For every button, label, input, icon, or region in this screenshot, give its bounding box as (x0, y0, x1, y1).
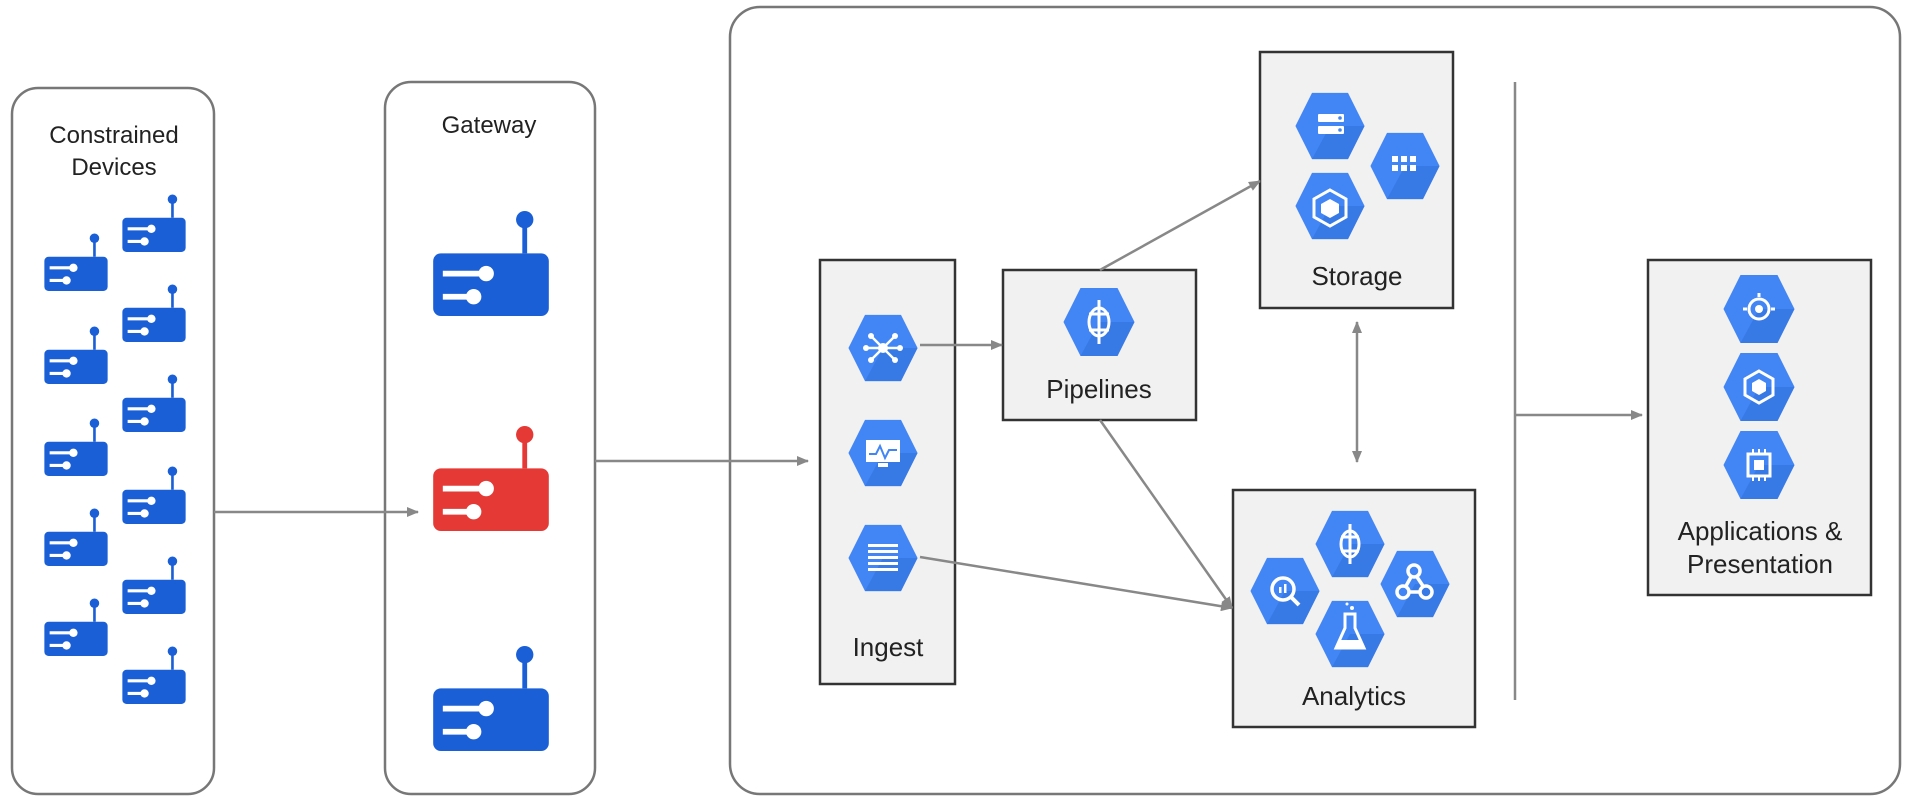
datastore-icon (1370, 132, 1440, 200)
gateway-group (383, 80, 597, 796)
pipelines-label: Pipelines (1046, 374, 1152, 404)
gateway-title: Gateway (442, 112, 537, 139)
bigquery-icon (1250, 557, 1320, 625)
compute-icon (1723, 430, 1795, 500)
ingest-label: Ingest (853, 632, 925, 662)
applications-label-line2: Presentation (1687, 549, 1833, 579)
storage-label: Storage (1311, 261, 1402, 291)
constrained-devices-title-line2: Devices (71, 154, 156, 181)
arrow-pipelines-to-analytics (1098, 419, 1234, 609)
container-icon (1723, 352, 1795, 422)
app-engine-icon (1723, 274, 1795, 344)
datalab-icon (1315, 600, 1385, 668)
analytics-label: Analytics (1302, 681, 1406, 711)
dataproc-icon (1380, 550, 1450, 618)
arrow-pipelines-to-storage (1099, 179, 1261, 272)
cloud-platform-group (728, 5, 1902, 796)
applications-label-line1: Applications & (1678, 516, 1843, 546)
storage-icon (1295, 172, 1365, 240)
monitor-icon (848, 419, 918, 487)
dataflow-icon (1315, 510, 1385, 578)
bigtable-icon (1295, 92, 1365, 160)
constrained-devices-title-line1: Constrained (49, 122, 178, 149)
list-icon (848, 524, 918, 592)
hub-icon (848, 314, 918, 382)
dataflow-icon (1063, 287, 1135, 357)
arrow-ingest-to-analytics (919, 555, 1233, 612)
